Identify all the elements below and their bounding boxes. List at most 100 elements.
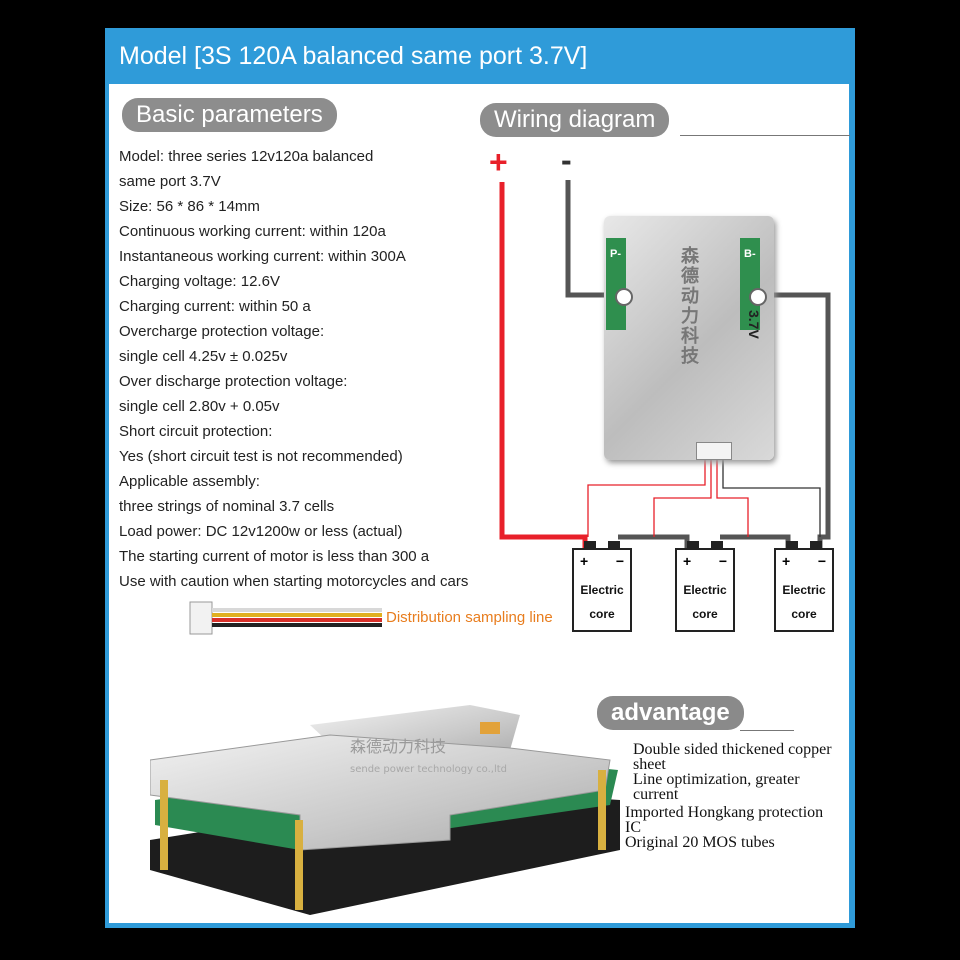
cell-polarity: +−: [782, 553, 826, 569]
basic-parameters-heading: Basic parameters: [122, 98, 337, 132]
wiring-diagram-heading: Wiring diagram: [480, 103, 670, 137]
bms-module: P- B- 森德动力科技 3.7V: [604, 216, 774, 460]
cell-terminal-positive: [687, 541, 699, 549]
parameter-line: three strings of nominal 3.7 cells: [119, 498, 335, 515]
cell-plus: +: [683, 553, 692, 569]
advantage-line: IC: [625, 819, 641, 836]
cell-polarity: +−: [580, 553, 624, 569]
parameter-line: Use with caution when starting motorcycl…: [119, 573, 469, 590]
cell-label-line1: Electric: [580, 583, 624, 597]
sampling-cable-image: [189, 601, 382, 635]
cable-wire-red: [212, 618, 382, 622]
parameter-line: The starting current of motor is less th…: [119, 548, 430, 565]
photo-brand-cn: 森德动力科技: [350, 737, 446, 756]
cell-polarity: +−: [683, 553, 727, 569]
voltage-label: 3.7V: [746, 310, 762, 339]
advantage-heading-rule: [740, 730, 794, 731]
p-minus-hole: [615, 288, 633, 306]
parameter-line: Instantaneous working current: within 30…: [119, 248, 406, 265]
cell-minus: −: [718, 553, 727, 569]
parameter-line: same port 3.7V: [119, 173, 221, 190]
cell-label: Electric core: [677, 578, 733, 626]
b-minus-hole: [749, 288, 767, 306]
cell-plus: +: [782, 553, 791, 569]
wiring-diagram: [499, 180, 831, 548]
advantage-item: Original 20 MOS tubes: [625, 834, 775, 851]
cell-label-line1: Electric: [683, 583, 727, 597]
photo-brand-en: sende power technology co.,ltd: [350, 764, 507, 775]
sampling-wire-3: [716, 460, 749, 537]
parameter-line: Size: 56 * 86 * 14mm: [119, 198, 260, 215]
cable-wire-white: [212, 608, 382, 612]
frame-border-bottom: [105, 923, 855, 928]
distribution-sampling-label: Distribution sampling line: [386, 609, 553, 626]
cell-label-line2: core: [791, 607, 817, 621]
cell-label-line2: core: [692, 607, 718, 621]
b-minus-label: B-: [744, 248, 756, 260]
page-title: Model [3S 120A balanced same port 3.7V]: [105, 28, 855, 84]
product-photo: 森德动力科技 sende power technology co.,ltd: [150, 705, 620, 915]
cell-terminal-negative: [711, 541, 723, 549]
module-brand-text: 森德动力科技: [679, 246, 699, 366]
sampling-wire-2: [653, 460, 712, 537]
parameter-line: Load power: DC 12v1200w or less (actual): [119, 523, 403, 540]
cable-wire-yellow: [212, 613, 382, 617]
left-terminal-pcb: [606, 238, 626, 330]
cell-label-line2: core: [589, 607, 615, 621]
frame-border-left: [105, 28, 109, 928]
cell-terminal-negative: [810, 541, 822, 549]
sampling-wire-4: [722, 460, 821, 537]
parameter-line: Charging current: within 50 a: [119, 298, 311, 315]
photo-aluminium-cover: [150, 734, 611, 851]
positive-sign: +: [489, 144, 508, 180]
cell-terminal-positive: [584, 541, 596, 549]
photo-standoff-1: [160, 780, 168, 870]
cell-label: Electric core: [776, 578, 832, 626]
right-terminal-pcb: [740, 238, 760, 330]
cell-minus: −: [615, 553, 624, 569]
parameter-line: Model: three series 12v120a balanced: [119, 148, 374, 165]
photo-standoff-2: [295, 820, 303, 910]
parameter-line: Charging voltage: 12.6V: [119, 273, 280, 290]
b-minus-wire: [762, 292, 831, 548]
parameter-line: Applicable assembly:: [119, 473, 260, 490]
cell-terminal-positive: [786, 541, 798, 549]
photo-connector: [480, 722, 500, 734]
advantage-line: Imported Hongkang protection: [625, 804, 824, 821]
parameter-line: Over discharge protection voltage:: [119, 373, 348, 390]
cell-minus: −: [817, 553, 826, 569]
balance-connector: [696, 442, 732, 460]
advantage-line: Line optimization, greater: [633, 771, 800, 788]
cell-label-line1: Electric: [782, 583, 826, 597]
advantage-line: sheet: [633, 756, 666, 773]
parameter-line: single cell 2.80v + 0.05v: [119, 398, 280, 415]
sampling-wire-1: [587, 460, 706, 537]
p-minus-label: P-: [610, 248, 621, 260]
frame-border-right: [849, 28, 855, 928]
positive-wire: [499, 182, 588, 548]
photo-standoff-3: [598, 770, 606, 850]
cell-terminal-negative: [608, 541, 620, 549]
advantage-line: current: [633, 786, 679, 803]
cable-connector: [189, 601, 213, 635]
cell-label: Electric core: [574, 578, 630, 626]
negative-sign: -: [561, 142, 572, 178]
cable-wire-black: [212, 623, 382, 627]
parameter-line: Short circuit protection:: [119, 423, 273, 440]
parameter-line: Yes (short circuit test is not recommend…: [119, 448, 403, 465]
parameter-line: single cell 4.25v ± 0.025v: [119, 348, 288, 365]
advantage-line: Double sided thickened copper: [633, 741, 832, 758]
cell-plus: +: [580, 553, 589, 569]
series-link-1: [618, 534, 690, 548]
parameter-line: Overcharge protection voltage:: [119, 323, 325, 340]
advantage-heading: advantage: [597, 696, 744, 730]
parameter-line: Continuous working current: within 120a: [119, 223, 386, 240]
advantage-line: Original 20 MOS tubes: [625, 834, 775, 851]
series-link-2: [720, 534, 791, 548]
